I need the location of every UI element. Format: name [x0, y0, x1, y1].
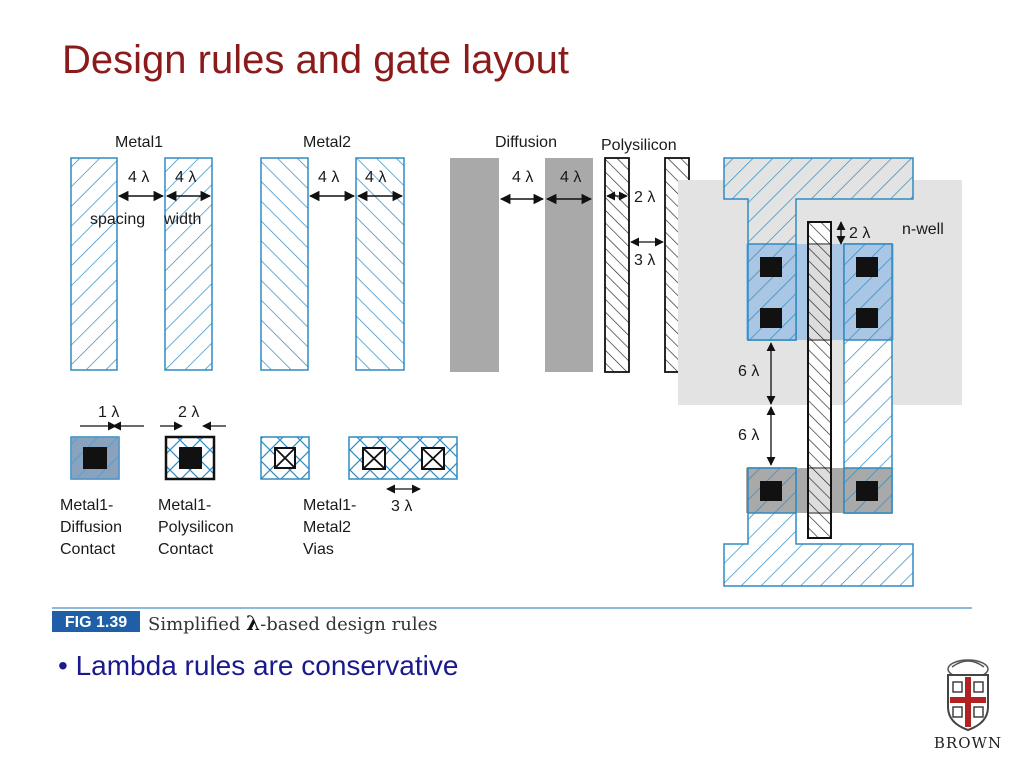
vias-label-line1: Metal1-: [303, 497, 356, 514]
brown-wordmark: BROWN: [934, 734, 1002, 752]
contact1-label-line3: Contact: [60, 541, 116, 558]
metal2-strip-left: [260, 157, 309, 371]
contact-vdd-2: [760, 308, 782, 328]
metal1-strip-right: [164, 157, 213, 371]
metal2-spacing-dim: 4 λ: [318, 169, 339, 186]
brown-seal-icon: [947, 659, 989, 732]
diffusion-strip-left: [450, 158, 499, 372]
contact-gnd: [760, 481, 782, 501]
contact2-label-line1: Metal1-: [158, 497, 211, 514]
metal1-width-dim: 4 λ: [175, 169, 196, 186]
metal1-strip-left: [70, 157, 118, 371]
contact-vdd-1: [760, 257, 782, 277]
gate-over-pmos: [807, 243, 832, 341]
poly-strip-left: [604, 157, 630, 373]
figure-number-badge: [52, 611, 140, 632]
gate-over-nmos: [807, 467, 832, 514]
brown-university-logo: BROWN: [934, 659, 1002, 752]
metal2-width-dim: 4 λ: [365, 169, 386, 186]
metal1-diffusion-contact: [70, 436, 120, 480]
metal2-strip-right: [355, 157, 405, 371]
contact-out-p1: [856, 257, 878, 277]
nwell-label: n-well: [902, 221, 944, 238]
contact2-label-line2: Polysilicon: [158, 519, 234, 536]
diffusion-strip-right: [545, 158, 593, 372]
vias-label-line2: Metal2: [303, 519, 351, 536]
spacing-label: spacing: [90, 211, 145, 228]
contact1-label-line2: Diffusion: [60, 519, 122, 536]
diffusion-width-dim: 4 λ: [560, 169, 581, 186]
via-spacing-dim: 3 λ: [391, 498, 412, 515]
contact1-label-line1: Metal1-: [60, 497, 113, 514]
contact2-label-line3: Contact: [158, 541, 214, 558]
gate-overhang-dim: 2 λ: [849, 225, 870, 242]
poly-width-dim: 2 λ: [634, 189, 655, 206]
metal1-spacing-dim: 4 λ: [128, 169, 149, 186]
figure-caption: Simplified λ-based design rules: [148, 611, 437, 635]
lower-gap-dim: 6 λ: [738, 427, 759, 444]
vias-label-line3: Vias: [303, 541, 334, 558]
metal1-metal2-via-single: [260, 436, 310, 480]
poly-spacing-dim: 3 λ: [634, 252, 655, 269]
diffusion-label: Diffusion: [495, 134, 557, 151]
design-rules-figure: Metal1 4 λ 4 λ spacing width Metal2 4 λ …: [52, 134, 972, 635]
metal1-label: Metal1: [115, 134, 163, 151]
metal2-label: Metal2: [303, 134, 351, 151]
metal1-polysilicon-contact: [164, 435, 216, 481]
caption-lambda: λ: [246, 611, 260, 635]
contact-size-dim: 2 λ: [178, 404, 199, 421]
bullet-point: • Lambda rules are conservative: [58, 650, 459, 681]
caption-text-after: -based design rules: [260, 614, 437, 635]
diffusion-spacing-dim: 4 λ: [512, 169, 533, 186]
slide-title: Design rules and gate layout: [62, 38, 569, 82]
contact-out-n: [856, 481, 878, 501]
metal1-metal2-via-pair: [348, 436, 458, 480]
width-label: width: [163, 211, 201, 228]
upper-gap-dim: 6 λ: [738, 363, 759, 380]
polysilicon-label: Polysilicon: [601, 137, 677, 154]
contact-surround-dim: 1 λ: [98, 404, 119, 421]
figure-number: FIG 1.39: [65, 614, 127, 631]
caption-text-before: Simplified: [148, 614, 246, 635]
contact-out-p2: [856, 308, 878, 328]
